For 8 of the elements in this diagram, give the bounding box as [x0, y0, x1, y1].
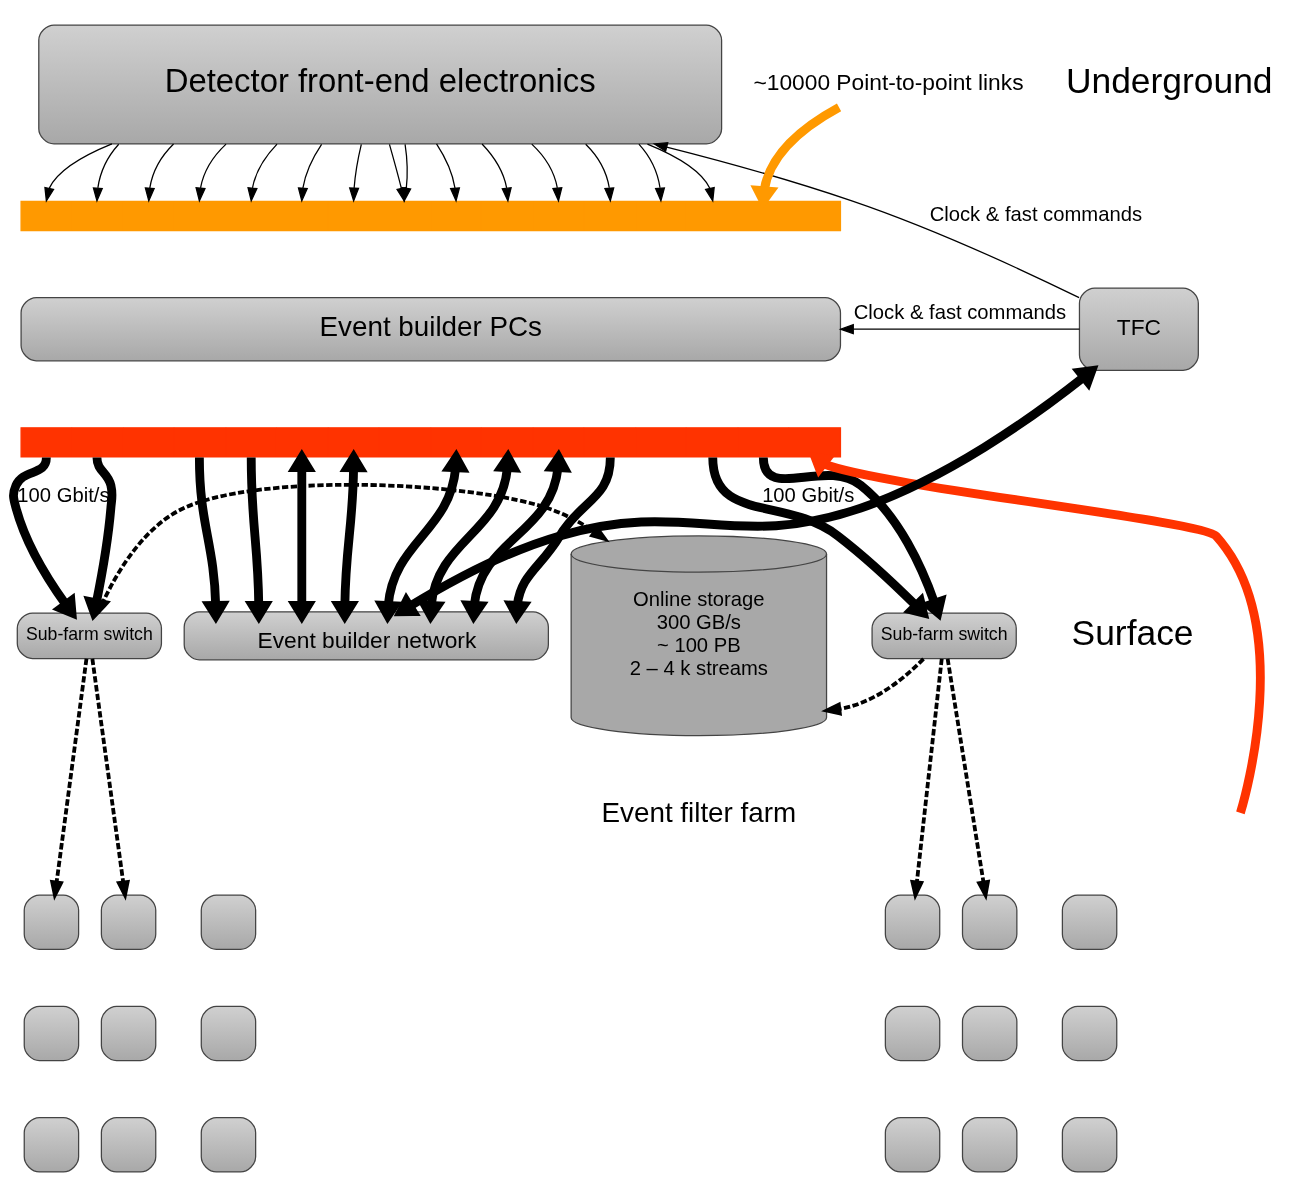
edge-label: Clock & fast commands: [929, 202, 1143, 225]
node-text: ~10000 Point-to-point links: [753, 69, 1024, 96]
edge-label: 100 Gbit/s: [762, 483, 855, 506]
edge-label: Clock & fast commands: [853, 300, 1067, 323]
label: Surface: [1071, 612, 1194, 653]
node-label: Event filter farm: [601, 797, 797, 829]
edge-label: 100 Gbit/s: [17, 483, 110, 506]
label: Underground: [1065, 61, 1273, 102]
